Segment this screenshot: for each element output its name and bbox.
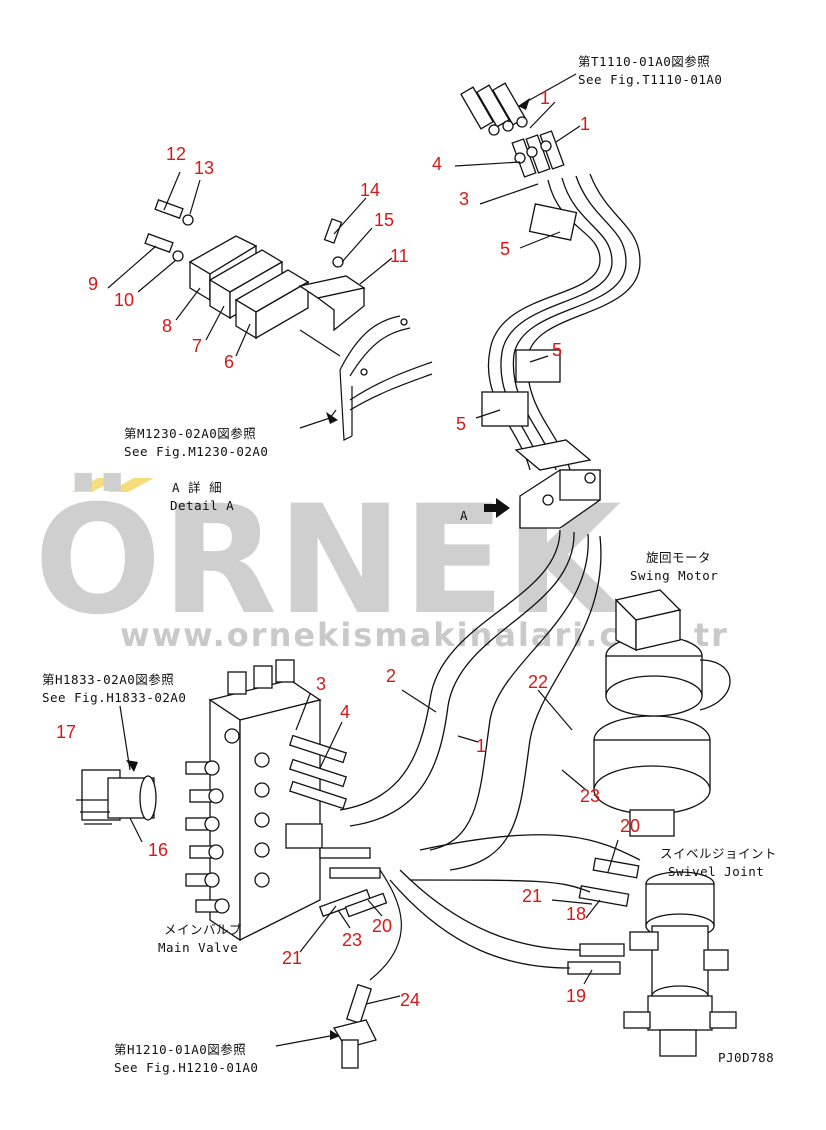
callout-20b: 20 (372, 916, 392, 936)
callout-21b: 21 (282, 948, 302, 968)
callout-10: 10 (114, 290, 134, 310)
swing-motor-jp: 旋回モータ (646, 550, 711, 565)
callout-8: 8 (162, 316, 172, 336)
callout-15: 15 (374, 210, 394, 230)
bracket-detail (144, 199, 433, 441)
callout-1: 1 (580, 114, 590, 134)
callout-21a: 21 (522, 886, 542, 906)
swivel-joint-jp: スイベルジョイント (660, 846, 777, 861)
main-valve-jp: メインバルブ (164, 922, 242, 937)
callout-1b: 1 (476, 736, 486, 756)
arrow-a-label: A (460, 508, 468, 523)
callout-23b: 23 (342, 930, 362, 950)
callout-20a: 20 (620, 816, 640, 836)
main-valve (76, 659, 388, 942)
callout-17: 17 (56, 722, 76, 742)
callout-5a: 5 (500, 239, 510, 259)
ref-t1110-en: See Fig.T1110-01A0 (578, 72, 722, 87)
callouts: 1 1 4 3 5 5 5 12 13 14 15 11 9 10 8 7 6 … (56, 88, 640, 1010)
callout-16: 16 (148, 840, 168, 860)
callout-24: 24 (400, 990, 420, 1010)
detail-a-en: Detail A (170, 498, 234, 513)
drawing-code: PJ0D788 (718, 1050, 774, 1065)
swing-motor (593, 589, 731, 837)
swivel-joint-en: Swivel Joint (668, 864, 764, 879)
callout-14: 14 (360, 180, 380, 200)
callout-23a: 23 (580, 786, 600, 806)
lower-fitting (332, 869, 402, 1069)
callout-7: 7 (192, 336, 202, 356)
ref-m1230-en: See Fig.M1230-02A0 (124, 444, 268, 459)
callout-5c: 5 (456, 414, 466, 434)
callout-22: 22 (528, 672, 548, 692)
callout-2: 1 (540, 88, 550, 108)
callout-12: 12 (166, 144, 186, 164)
callout-13: 13 (194, 158, 214, 178)
ref-t1110-jp: 第T1110-01A0図参照 (578, 54, 710, 69)
callout-19: 19 (566, 986, 586, 1006)
callout-5b: 5 (552, 340, 562, 360)
arrow-a-icon (484, 498, 510, 518)
ref-h1833-jp: 第H1833-02A0図参照 (42, 672, 174, 687)
callout-6: 6 (224, 352, 234, 372)
callout-3: 3 (459, 189, 469, 209)
hose-assembly-top (339, 82, 641, 871)
swing-motor-en: Swing Motor (630, 568, 718, 583)
ref-h1210-jp: 第H1210-01A0図参照 (114, 1042, 246, 1057)
ref-m1230-jp: 第M1230-02A0図参照 (124, 426, 256, 441)
ref-h1210-en: See Fig.H1210-01A0 (114, 1060, 258, 1075)
callout-11: 11 (390, 246, 409, 266)
callout-4b: 4 (340, 702, 350, 722)
callout-2b: 2 (386, 666, 396, 686)
detail-a-jp: A 詳 細 (172, 480, 222, 495)
leader-lines (107, 73, 619, 1047)
reference-labels: 第T1110-01A0図参照 See Fig.T1110-01A0 第M1230… (42, 54, 777, 1075)
main-valve-en: Main Valve (158, 940, 238, 955)
swivel-joint (389, 834, 737, 1057)
ref-h1833-en: See Fig.H1833-02A0 (42, 690, 186, 705)
callout-9: 9 (88, 274, 98, 294)
callout-18: 18 (566, 904, 586, 924)
callout-3b: 3 (316, 674, 326, 694)
callout-4: 4 (432, 154, 442, 174)
